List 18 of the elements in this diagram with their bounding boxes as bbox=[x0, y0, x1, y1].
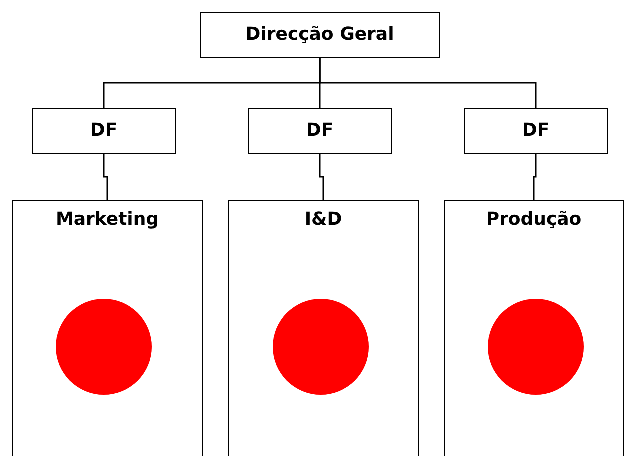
org-box bbox=[248, 108, 392, 154]
box-label: DF bbox=[522, 120, 550, 142]
box-label: I&D bbox=[304, 209, 342, 232]
box-label: Direcção Geral bbox=[246, 24, 394, 46]
org-box bbox=[200, 12, 440, 58]
connector-line bbox=[103, 154, 108, 200]
box-label: Produção bbox=[486, 209, 582, 232]
department-box bbox=[12, 200, 203, 456]
box-label: Marketing bbox=[56, 209, 160, 232]
box-label: DF bbox=[90, 120, 118, 142]
connector-line bbox=[319, 58, 537, 108]
department-box bbox=[444, 200, 624, 456]
department-box bbox=[228, 200, 419, 456]
org-box bbox=[464, 108, 608, 154]
box-label: DF bbox=[306, 120, 334, 142]
org-box bbox=[32, 108, 176, 154]
connector-line bbox=[533, 154, 537, 200]
connector-line bbox=[319, 154, 324, 200]
